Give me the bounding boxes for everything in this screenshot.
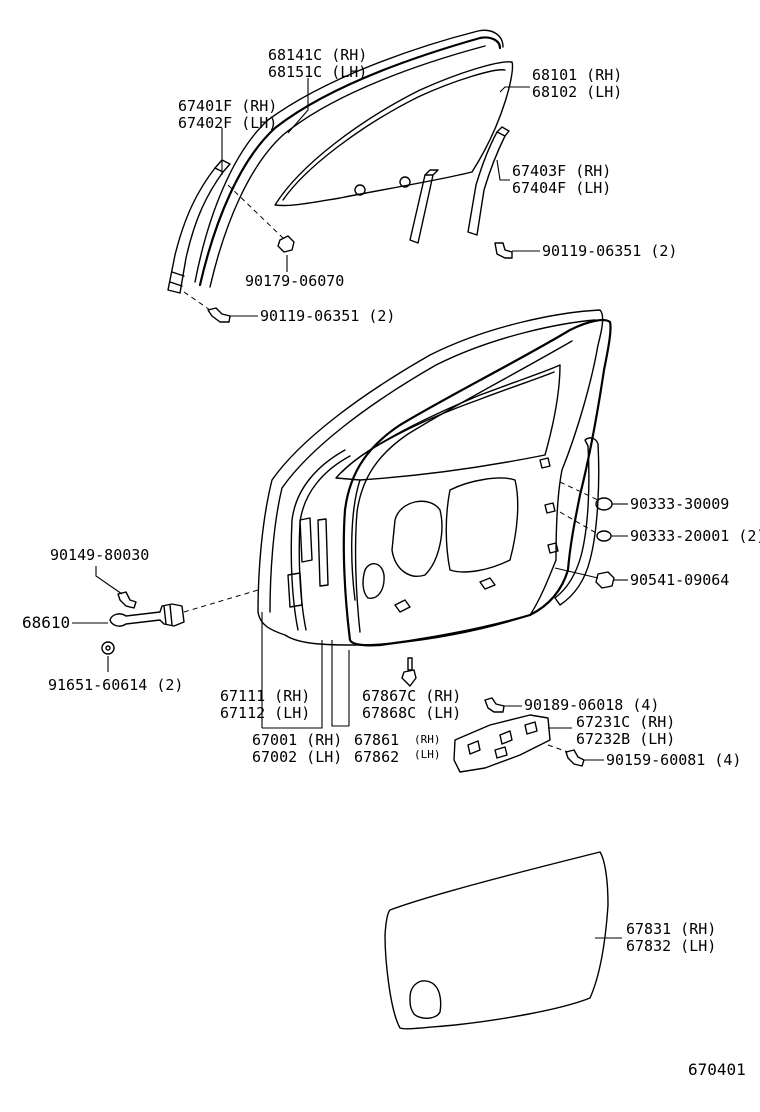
label-67831: 67831 (RH) (626, 920, 716, 938)
nut-91651 (101, 641, 115, 655)
label-67868c: 67868C (LH) (362, 704, 461, 722)
label-90119-lower: 90119-06351 (2) (260, 307, 395, 325)
rear-lower-sash-channel (467, 126, 510, 236)
glass-lower-channel (409, 169, 439, 244)
door-hinge-67231 (453, 697, 551, 773)
label-67862: 67862 (354, 748, 399, 766)
label-90149: 90149-80030 (50, 546, 149, 564)
label-68101: 68101 (RH) (532, 66, 622, 84)
grommet-90541 (595, 571, 615, 589)
label-68141c: 68141C (RH) (268, 46, 367, 64)
diagram-id: 670401 (688, 1060, 746, 1079)
label-67403f: 67403F (RH) (512, 162, 611, 180)
label-67832: 67832 (LH) (626, 937, 716, 955)
bolt-90149 (117, 591, 137, 609)
label-67861: 67861 (354, 731, 399, 749)
label-67112: 67112 (LH) (220, 704, 310, 722)
door-weatherstrip-outer (342, 319, 612, 647)
label-67231c: 67231C (RH) (576, 713, 675, 731)
door-check-68610 (109, 603, 185, 627)
clip-67867 (401, 657, 417, 687)
front-door-panel (257, 309, 604, 646)
label-68151c: 68151C (LH) (268, 63, 367, 81)
label-67001: 67001 (RH) (252, 731, 342, 749)
label-67861-rh: (RH) (414, 733, 441, 746)
label-90159: 90159-60081 (4) (606, 751, 741, 769)
label-67862-lh: (LH) (414, 748, 441, 761)
bolt-90119-upper (494, 242, 513, 259)
bolt-90159 (565, 749, 585, 767)
door-trim-board (384, 851, 609, 1030)
label-91651: 91651-60614 (2) (48, 676, 183, 694)
label-67002: 67002 (LH) (252, 748, 342, 766)
label-67867c: 67867C (RH) (362, 687, 461, 705)
hole-plug-20001 (596, 530, 612, 542)
label-67401f: 67401F (RH) (178, 97, 277, 115)
label-67232b: 67232B (LH) (576, 730, 675, 748)
label-68102: 68102 (LH) (532, 83, 622, 101)
clip-90179 (277, 235, 295, 253)
bolt-90119-lower (207, 307, 231, 323)
label-90119-upper: 90119-06351 (2) (542, 242, 677, 260)
label-90189: 90189-06018 (4) (524, 696, 659, 714)
door-opening-trim-rear (554, 437, 600, 606)
label-67404f: 67404F (LH) (512, 179, 611, 197)
label-90333-30009: 90333-30009 (630, 495, 729, 513)
door-glass-run-channel (194, 29, 504, 288)
door-hinge-side-weatherstrip (290, 449, 351, 631)
label-90541: 90541-09064 (630, 571, 729, 589)
label-90179: 90179-06070 (245, 272, 344, 290)
label-67402f: 67402F (LH) (178, 114, 277, 132)
front-lower-sash-channel (167, 159, 231, 294)
label-68610: 68610 (22, 613, 70, 632)
label-90333-20001: 90333-20001 (2) (630, 527, 760, 545)
label-67111: 67111 (RH) (220, 687, 310, 705)
part-labels: 68141C (RH) 68151C (LH) 68101 (RH) 68102… (22, 46, 760, 1079)
